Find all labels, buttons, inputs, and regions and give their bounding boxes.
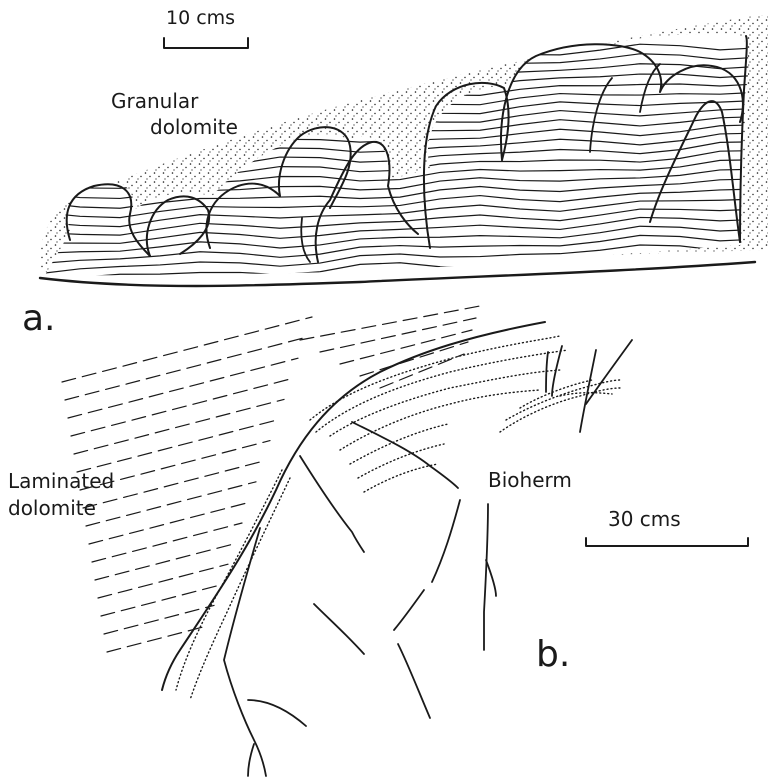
bedding-dash-line [98,564,228,598]
laminated-label-line1: Laminated [8,469,114,493]
bedding-dash-line [380,354,464,388]
bedding-dash-line [65,338,305,400]
granular-label-line1: Granular [111,89,199,113]
bedding-dash-line [95,544,235,580]
scale-bar-30cm-label: 30 cms [608,507,681,531]
scale-bar-10cm: 10 cms [164,7,248,48]
scale-bar-30cm-line [586,538,748,546]
bedding-dash-line [89,502,249,544]
scale-bar-10cm-line [164,38,248,48]
bedding-dash-line [92,523,242,562]
bioherm-label: Bioherm [488,468,572,492]
bedding-dash-line [104,605,214,634]
bedding-dash-line [68,358,298,418]
panel-a-letter: a. [22,298,56,339]
bioherm-fractures [224,340,632,776]
bedding-dash-line [71,379,291,436]
bedding-dash-line [107,626,207,652]
bedding-dash-line [62,317,312,382]
panel-b: Laminated dolomite Bioherm 30 cms b. [8,306,748,776]
scale-bar-10cm-label: 10 cms [166,7,235,29]
laminated-label-line2: dolomite [8,496,96,520]
bedding-dash-line [101,585,221,616]
scale-bar-30cm: 30 cms [586,507,748,546]
panel-a: 10 cms Granular dolomite a. [22,7,768,339]
granular-label-line2: dolomite [150,115,238,139]
panel-b-letter: b. [536,634,570,675]
